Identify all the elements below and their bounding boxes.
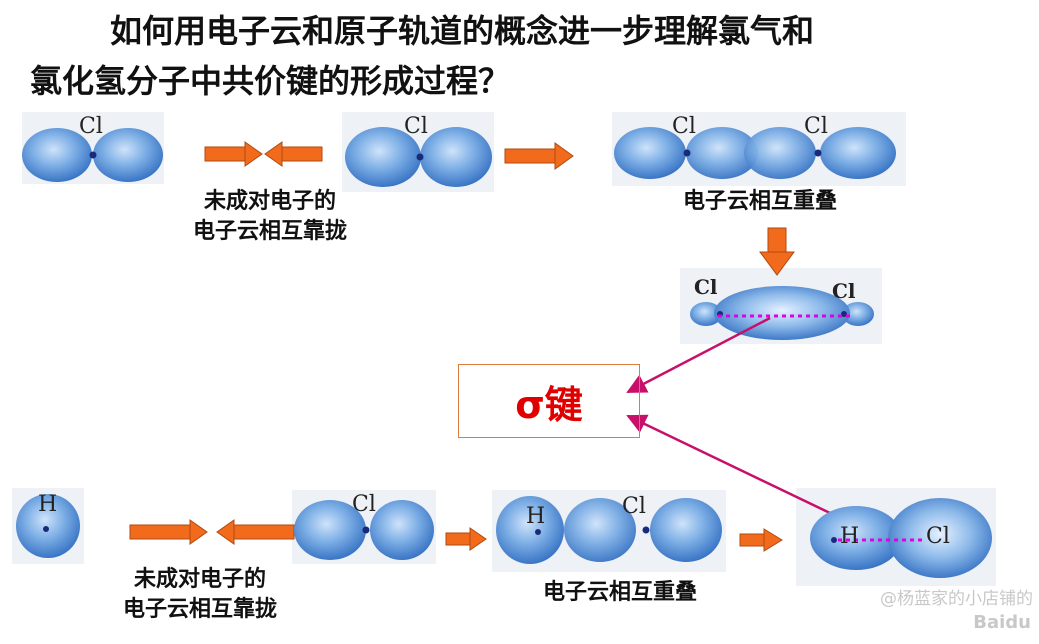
page-title: 如何用电子云和原子轨道的概念进一步理解氯气和 氯化氢分子中共价键的形成过程？ [22, 6, 1022, 106]
arrow-right-top [504, 142, 574, 170]
approach-arrow-top [204, 141, 323, 167]
cl-orbital-3 [294, 500, 434, 560]
cl-cl-overlap-orbitals [614, 127, 896, 179]
caption-overlap-bottom: 电子云相互重叠 [542, 580, 697, 605]
cl-label-2: Cl [404, 114, 428, 139]
h-label-2: H [526, 504, 546, 529]
title-line-1: 如何用电子云和原子轨道的概念进一步理解氯气和 [110, 12, 815, 50]
h-orbital [16, 494, 80, 558]
caption-overlap-top: 电子云相互重叠 [682, 189, 837, 214]
hcl-molecule-orbital [810, 498, 992, 578]
caption-approach-top: 未成对电子的 电子云相互靠拢 [160, 187, 380, 247]
caption-approach-bottom: 未成对电子的 电子云相互靠拢 [90, 565, 310, 625]
arrow-right-bottom-2 [739, 528, 783, 552]
cl-label-8: Cl [622, 494, 646, 519]
cl-label-9: Cl [926, 524, 950, 549]
watermark-text: @杨蓝家的小店铺的 [880, 589, 1033, 609]
cl-orbital-2 [345, 127, 492, 187]
cl-orbital-1 [22, 128, 163, 182]
cl2-molecule-orbital [690, 286, 874, 340]
approach-arrow-bottom [129, 519, 295, 545]
h-cl-overlap-orbitals [496, 496, 722, 564]
cl-label-7: Cl [352, 492, 376, 517]
caption-approach-top-line1: 未成对电子的 [203, 189, 336, 214]
cl-label-4: Cl [804, 114, 828, 139]
h-label-3: H [840, 524, 860, 549]
caption-approach-top-line2: 电子云相互靠拢 [192, 219, 347, 244]
sigma-bond-box: σ键 [458, 364, 640, 438]
cl-label-3: Cl [672, 114, 696, 139]
arrow-right-bottom-1 [445, 527, 487, 551]
baidu-logo: Baidu [973, 612, 1031, 633]
caption-approach-bottom-line1: 未成对电子的 [133, 567, 266, 592]
cl-label-1: Cl [79, 114, 103, 139]
pointer-from-cl2 [626, 316, 771, 394]
caption-approach-bottom-line2: 电子云相互靠拢 [122, 597, 277, 622]
arrow-down [759, 227, 795, 276]
title-line-2: 氯化氢分子中共价键的形成过程？ [30, 62, 511, 100]
h-label-1: H [38, 492, 58, 517]
cl-label-6: Cl [832, 279, 856, 303]
cl-label-5: Cl [694, 275, 718, 299]
